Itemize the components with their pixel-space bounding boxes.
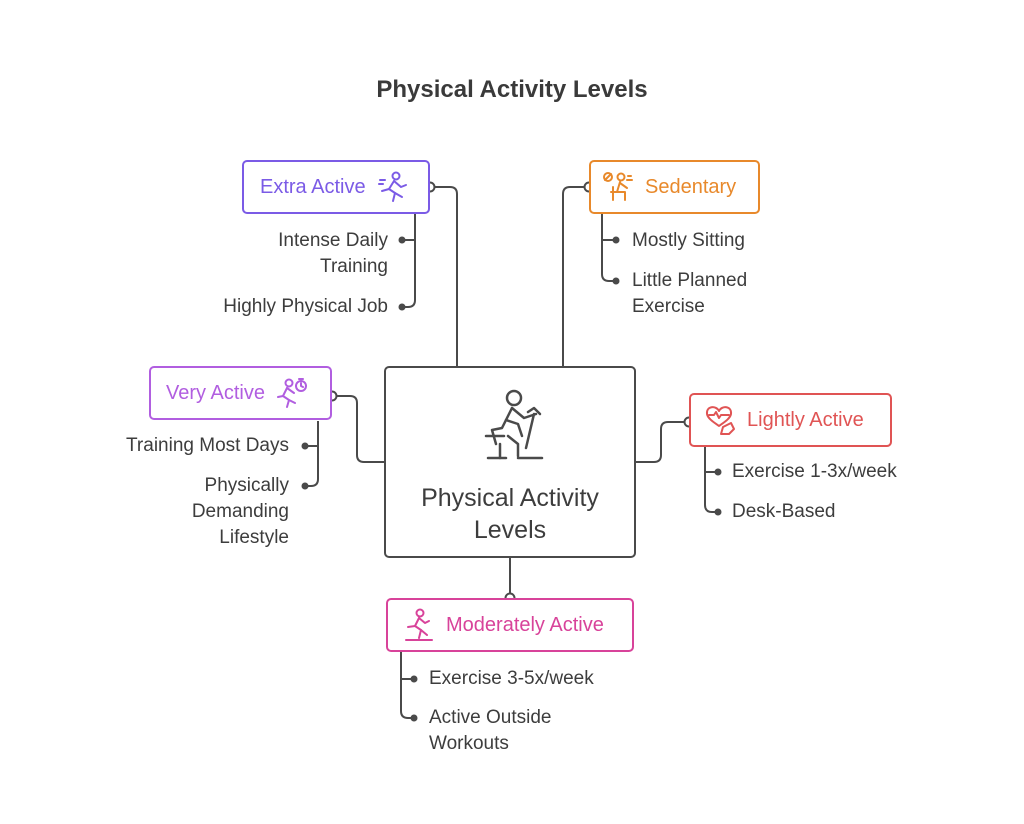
sitting-person-icon [601, 170, 635, 204]
item-line: Exercise 1-3x/week [732, 461, 897, 482]
item-line: Physically [204, 475, 289, 496]
bracket-very-active [305, 421, 319, 487]
connector-lightly-active [636, 421, 689, 463]
item-little-planned-exercise: Little Planned Exercise [632, 268, 747, 320]
bracket-sedentary [601, 214, 616, 282]
node-very-active: Very Active [149, 366, 332, 420]
bracket-lightly-active [704, 446, 718, 513]
sprinting-timer-icon [275, 376, 309, 410]
item-line: Demanding [191, 501, 289, 522]
center-node: Physical Activity Levels [384, 366, 636, 558]
bracket-moderately-active [400, 652, 414, 719]
node-extra-active: Extra Active [242, 160, 430, 214]
connector-sedentary [562, 186, 589, 366]
item-line: Desk-Based [732, 501, 836, 522]
heart-monitor-arm-icon [703, 403, 737, 437]
item-active-outside-workouts: Active Outside Workouts [429, 705, 552, 757]
item-line: Active Outside [429, 707, 552, 728]
center-label: Physical Activity Levels [386, 482, 634, 546]
node-extra-active-label: Extra Active [260, 175, 366, 198]
node-sedentary-label: Sedentary [645, 175, 737, 198]
item-desk-based: Desk-Based [732, 499, 836, 525]
bracket-extra-active [402, 214, 416, 308]
node-lightly-active: Lightly Active [689, 393, 892, 447]
item-line: Workouts [429, 733, 509, 754]
item-line: Lifestyle [219, 527, 289, 548]
item-line: Training [320, 256, 388, 277]
center-label-line1: Physical Activity [421, 484, 599, 512]
node-very-active-label: Very Active [166, 381, 265, 404]
item-training-most-days: Training Most Days [126, 433, 289, 459]
jogging-person-icon [402, 608, 436, 642]
item-line: Exercise 3-5x/week [429, 668, 594, 689]
node-lightly-active-label: Lightly Active [747, 408, 864, 431]
node-sedentary: Sedentary [589, 160, 760, 214]
diagram-title: Physical Activity Levels [376, 76, 648, 103]
node-moderately-active-label: Moderately Active [446, 613, 604, 636]
item-physically-demanding-lifestyle: Physically Demanding Lifestyle [192, 473, 289, 551]
center-label-line2: Levels [473, 516, 547, 544]
item-exercise-3-5x-week: Exercise 3-5x/week [429, 666, 594, 692]
running-person-icon [376, 170, 410, 204]
connector-extra-active [430, 186, 458, 366]
stationary-bike-icon [484, 389, 544, 460]
connector-very-active [332, 395, 384, 463]
item-line: Intense Daily [278, 230, 388, 251]
item-line: Training Most Days [126, 435, 289, 456]
item-line: Highly Physical Job [223, 296, 388, 317]
item-intense-daily-training: Intense Daily Training [278, 228, 388, 280]
item-line: Exercise [632, 296, 705, 317]
item-line: Mostly Sitting [632, 230, 745, 251]
node-moderately-active: Moderately Active [386, 598, 634, 652]
item-exercise-1-3x-week: Exercise 1-3x/week [732, 459, 897, 485]
item-mostly-sitting: Mostly Sitting [632, 228, 745, 254]
item-highly-physical-job: Highly Physical Job [223, 294, 388, 320]
item-line: Little Planned [632, 270, 748, 291]
